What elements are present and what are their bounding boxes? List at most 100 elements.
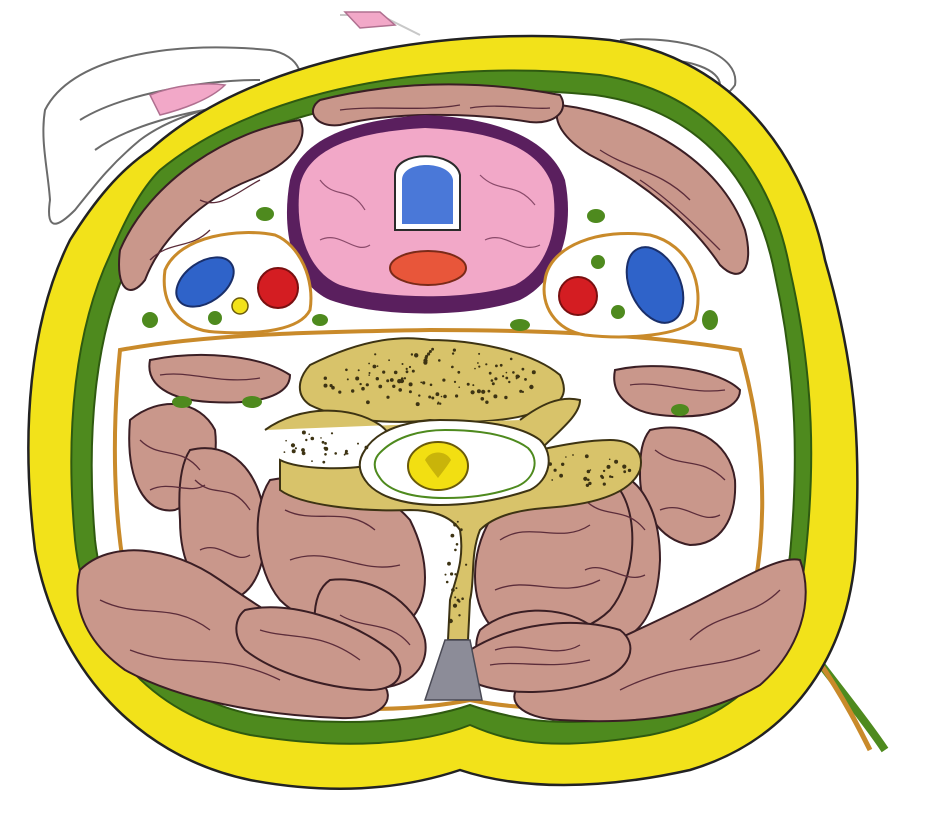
bone-dot (494, 377, 497, 380)
bone-dot (430, 384, 433, 387)
bone-dot (522, 391, 524, 393)
bone-dot (467, 383, 470, 386)
bone-dot (518, 376, 520, 378)
bone-dot (345, 369, 348, 372)
bone-dot (446, 581, 449, 584)
bone-dot (451, 588, 455, 592)
bone-dot (369, 372, 371, 374)
bone-dot (376, 377, 379, 380)
bone-dot (465, 564, 467, 566)
bone-dot (471, 390, 475, 394)
bone-dot (358, 369, 360, 371)
bone-dot (488, 390, 491, 393)
bone-dot (334, 452, 337, 455)
bone-dot (452, 352, 454, 354)
esophagus (390, 251, 466, 285)
bone-dot (489, 372, 492, 375)
bone-dot (437, 403, 439, 405)
bone-dot (366, 400, 370, 404)
bone-dot (611, 476, 613, 478)
bone-dot (603, 470, 605, 472)
trachea-lumen (402, 165, 453, 224)
bone-dot (449, 619, 453, 623)
bone-dot (453, 604, 457, 608)
bone-dot (429, 350, 432, 353)
bone-dot (345, 450, 348, 453)
bone-dot (588, 482, 591, 485)
bone-dot (406, 370, 409, 373)
bone-dot (519, 390, 522, 393)
bone-dot (455, 394, 458, 397)
bone-dot (322, 441, 325, 444)
bone-dot (457, 371, 460, 374)
bone-dot (338, 391, 341, 394)
bone-dot (324, 447, 327, 450)
bone-dot (400, 379, 404, 383)
bone-dot (347, 453, 349, 455)
vagus-nerve-left (232, 298, 248, 314)
bone-dot (457, 521, 459, 523)
bone-dot (378, 385, 382, 389)
bone-dot (622, 465, 626, 469)
bone-dot (390, 378, 394, 382)
bone-dot (439, 403, 441, 405)
bone-dot (322, 461, 325, 464)
bone-dot (324, 453, 327, 456)
bone-dot (478, 353, 480, 355)
bone-dot (447, 562, 451, 566)
bone-dot (302, 431, 306, 435)
bone-dot (522, 368, 525, 371)
bone-dot (324, 442, 327, 445)
bone-dot (454, 573, 456, 575)
bone-dot (368, 374, 370, 376)
bone-dot (460, 528, 463, 531)
bone-dot (453, 349, 456, 352)
bone-dot (485, 363, 487, 365)
bone-dot (368, 363, 370, 365)
bone-dot (453, 523, 457, 527)
bone-dot (425, 355, 428, 358)
bone-dot (458, 614, 460, 616)
bone-dot (416, 402, 420, 406)
bone-dot (506, 372, 508, 374)
bone-dot (474, 368, 476, 370)
bone-dot (504, 396, 507, 399)
bone-dot (532, 370, 536, 374)
bone-dot (324, 384, 328, 388)
bone-dot (443, 395, 447, 399)
bone-dot (512, 371, 515, 374)
bone-dot (386, 396, 389, 399)
bone-dot (609, 459, 611, 461)
bone-dot (450, 572, 453, 575)
bone-dot (524, 378, 527, 381)
nerve-right-2 (591, 255, 605, 269)
bone-dot (559, 474, 563, 478)
bone-dot (398, 388, 402, 392)
bone-dot (510, 358, 513, 361)
bone-dot (347, 378, 349, 380)
bone-dot (292, 449, 296, 453)
bone-dot (565, 456, 567, 458)
bone-dot (502, 375, 504, 377)
bone-dot (508, 381, 510, 383)
bone-dot (500, 364, 503, 367)
bone-dot (572, 454, 574, 456)
bone-dot (357, 443, 359, 445)
bone-dot (495, 365, 498, 368)
bone-dot (442, 379, 445, 382)
bone-dot (614, 460, 618, 464)
bone-dot (561, 463, 564, 466)
bone-dot (441, 396, 443, 398)
bone-dot (436, 392, 440, 396)
bone-dot (422, 381, 425, 384)
bone-dot (355, 377, 359, 381)
bone-dot (285, 440, 287, 442)
bone-dot (603, 483, 606, 486)
bone-dot (409, 390, 412, 393)
bone-dot (585, 454, 589, 458)
bone-dot (291, 443, 295, 447)
bone-dot (505, 377, 508, 380)
bone-dot (382, 371, 385, 374)
bone-dot (454, 381, 456, 383)
